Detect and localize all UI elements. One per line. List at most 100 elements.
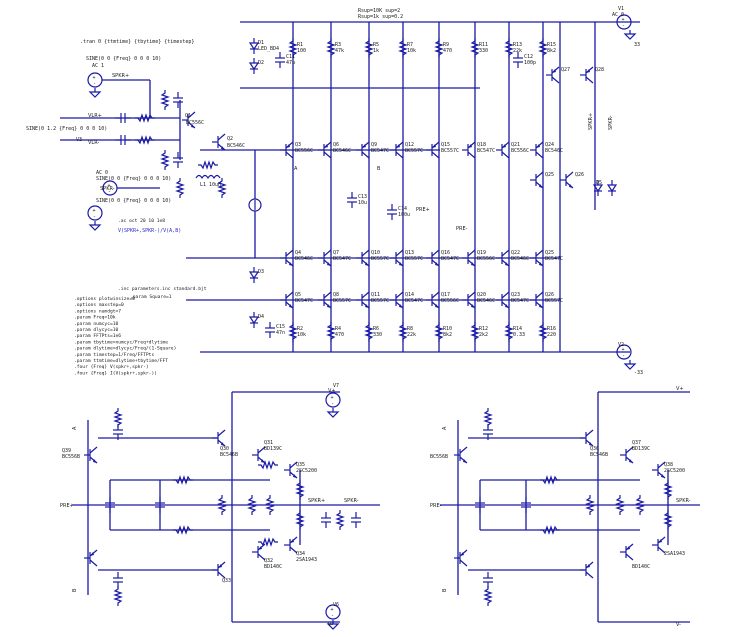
rsup-label-2: Rsup=1k sup=0.2 (358, 14, 403, 20)
directive-param-square: .param Square=1 (130, 294, 172, 300)
q31-model: BD139C (264, 446, 282, 452)
bottom-resistor-label: R2 (297, 326, 303, 332)
meas-expression: V(SPKR+,SPKR-)/V(A,B) (118, 228, 181, 234)
array-transistor-model: BC547C (511, 298, 529, 304)
diode-d5: D5 (596, 180, 602, 186)
top-capacitor-value: 47n (276, 330, 285, 336)
top-resistor-value: 100 (297, 48, 306, 54)
q36-label: Q36 (590, 446, 599, 452)
spice-option-line: .param tbytime=numcyc/Freq+dlytime (74, 339, 168, 345)
array-transistor-model: BC546C (511, 256, 529, 262)
bottom-resistor-value: 330 (373, 332, 382, 338)
spice-options-block: .options plotwinsize=0.options maxstep=0… (74, 296, 176, 376)
transistor-q2: Q2 (227, 136, 233, 142)
spice-option-line: .four {Freq} I(V(spkr+,spkr-)) (74, 370, 157, 376)
top-resistor (505, 37, 513, 59)
transistor-q1-model: BC556C (186, 120, 204, 126)
top-capacitor-value: 47u (286, 60, 295, 66)
array-transistor (495, 141, 510, 159)
q-br-model: BC556B (430, 454, 448, 460)
top-capacitor (386, 203, 398, 221)
array-transistor-model: BC547C (405, 298, 423, 304)
array-transistor-label: Q8 (333, 292, 339, 298)
net-a-br: A (442, 426, 448, 430)
array-transistor-label: Q21 (511, 142, 520, 148)
array-transistor-label: Q19 (477, 250, 486, 256)
array-transistor-label: Q10 (371, 250, 380, 256)
transistor-q2-model: BC546C (227, 143, 245, 149)
spice-option-line: .four {Freq} V(spkr+,spkr-) (74, 364, 149, 370)
bottom-resistor-value: 0.33 (513, 332, 525, 338)
top-resistor (471, 37, 479, 59)
array-transistor-label: Q20 (477, 292, 486, 298)
bottom-resistor (289, 321, 297, 343)
array-transistor-model: BC546C (545, 148, 563, 154)
top-resistor (435, 37, 443, 59)
array-transistor-model: BC556C (477, 256, 495, 262)
bottom-resistor-value: 220 (547, 332, 556, 338)
bottom-resistor-value: 22k (407, 332, 416, 338)
bottom-resistor-value: 10k (297, 332, 306, 338)
array-transistor-label: Q5 (295, 292, 301, 298)
top-capacitor-value: 10u (358, 200, 367, 206)
bottom-resistor (505, 321, 513, 343)
net-vlr-plus: VLR+ (88, 113, 102, 119)
sine-source-4: SINE(0 0 {Freq} 0 0 0 10) (96, 198, 171, 204)
net-spkr-plus-bl: SPKR+ (308, 498, 325, 504)
array-transistor-model: BC556C (511, 148, 529, 154)
q32-model: BD140C (264, 564, 282, 570)
top-resistor-label: R9 (443, 42, 449, 48)
top-resistor-value: 10k (407, 48, 416, 54)
sense-transistor-label: Q25 (545, 172, 554, 178)
top-resistor-label: R13 (513, 42, 522, 48)
net-a-bl: A (72, 426, 78, 430)
directive-tran: .tran 0 {ttmtime} {tbytime} {timestep} (80, 39, 194, 45)
top-resistor-value: 330 (479, 48, 488, 54)
array-transistor-label: Q18 (477, 142, 486, 148)
array-transistor-label: Q14 (405, 292, 414, 298)
q32-label: Q32 (264, 558, 273, 564)
q38-label: Q38 (664, 462, 673, 468)
transistor-q1: Q1 (185, 113, 191, 119)
supply-value-v1: AC 0 (612, 12, 624, 18)
top-resistor (365, 37, 373, 59)
top-resistor-value: 47k (335, 48, 344, 54)
spice-option-line: .param FFTPts=1e6 (74, 333, 121, 339)
net-spkr-plus-in: SPKR+ (112, 73, 129, 79)
spice-option-line: .param ttmtime=dlytime+tbytime/FFT (74, 358, 168, 364)
q38b-model: 2SA1943 (664, 551, 685, 557)
diode-d4: D4 (258, 314, 264, 320)
array-transistor-model: BC557C (371, 256, 389, 262)
ac-label-1: AC 1 (92, 63, 104, 69)
q34-model: 2SA1943 (296, 557, 317, 563)
q37-label: Q37 (632, 440, 641, 446)
q37-model: BD139C (632, 446, 650, 452)
net-vminus-br: V- (676, 622, 681, 628)
q30-label: Q30 (220, 446, 229, 452)
top-resistor-label: R11 (479, 42, 488, 48)
q30-model: BC546B (220, 452, 238, 458)
rsup-label-1: Rsup=10K sup=2 (358, 8, 400, 14)
net-spkr-minus-in: SPKR- (100, 186, 115, 192)
array-transistor-model: BC556C (295, 148, 313, 154)
diode-d3: D3 (258, 269, 264, 275)
output-stage-left: A B PRE+ SPKR+ SPKR- V+ V- V7 V6 Q30 BC5… (60, 383, 380, 630)
bottom-resistor (399, 321, 407, 343)
spice-option-line: .options maxstep=0 (74, 302, 124, 308)
bottom-resistor-label: R6 (373, 326, 379, 332)
supply-label-v6: V6 (333, 602, 339, 608)
net-pre-minus-top: PRE- (456, 226, 468, 232)
sense-transistor-label: Q26 (575, 172, 584, 178)
q35-model: 2SC5200 (296, 468, 317, 474)
net-vplus-bl: V+ (328, 388, 336, 394)
array-transistor-label: Q13 (405, 250, 414, 256)
net-pre-plus-bl: PRE+ (60, 503, 74, 509)
spice-option-line: .param Freq=10k (74, 315, 116, 321)
top-capacitor (346, 191, 358, 209)
spice-option-line: .options numdgt=7 (74, 308, 121, 314)
diode-d2: D2 (258, 60, 264, 66)
array-transistor-model: BC546C (477, 298, 495, 304)
array-transistor-model: BC547C (477, 148, 495, 154)
top-resistor-value: 8k2 (547, 48, 556, 54)
